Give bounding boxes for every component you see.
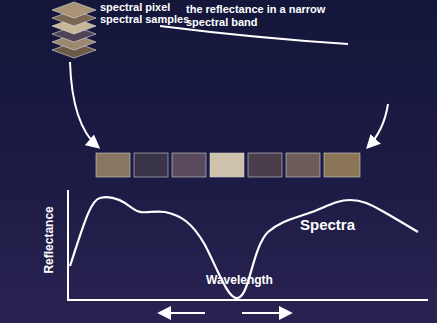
spectrum-curve bbox=[70, 197, 418, 298]
axis-label: Reflectance bbox=[43, 206, 57, 273]
axis-label: Wavelength bbox=[206, 274, 273, 288]
band-row bbox=[96, 153, 360, 177]
arrow bbox=[160, 312, 205, 314]
arrow bbox=[368, 104, 388, 147]
leader-line bbox=[160, 26, 348, 44]
pixel-stack bbox=[52, 2, 96, 58]
arrow bbox=[70, 62, 98, 147]
note-label: the reflectance in a narrow spectral ban… bbox=[186, 3, 351, 28]
curve-label: Spectra bbox=[300, 216, 355, 233]
part-label: spectral pixel bbox=[100, 1, 170, 14]
part-label: spectral samples bbox=[100, 13, 189, 26]
arrow bbox=[242, 312, 290, 314]
graph-axes bbox=[67, 190, 428, 301]
